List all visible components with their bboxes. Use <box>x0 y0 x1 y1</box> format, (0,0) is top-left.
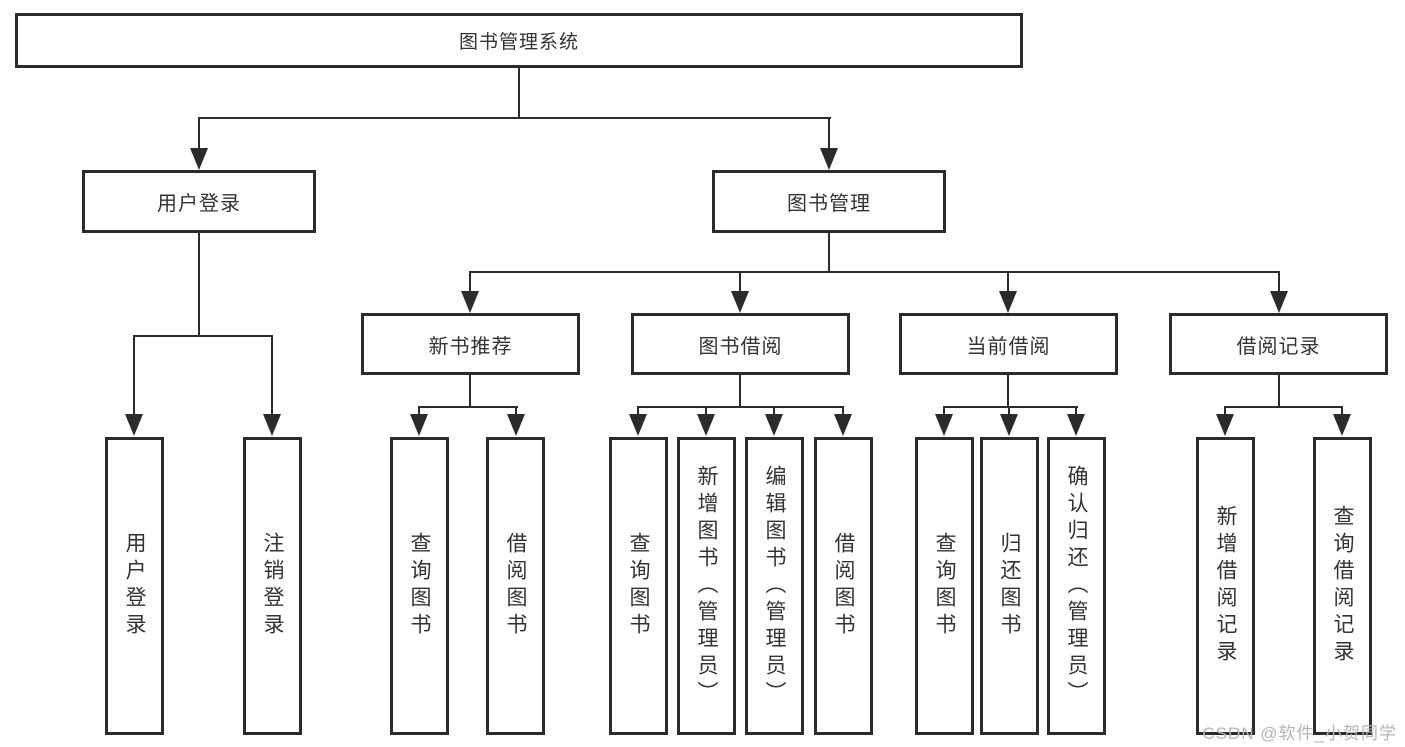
connector-new-book-rec-drop-1 <box>418 406 420 415</box>
arrowhead-nb-query <box>410 414 428 436</box>
csdn-watermark: CSDN @软件_小贺同学 <box>1202 724 1397 743</box>
connector-user-login-drop-1 <box>133 335 135 414</box>
leaf-logout: 注销登录 <box>243 437 302 735</box>
node-book-borrow-label: 图书借阅 <box>698 335 783 358</box>
connector-borrow-records-trunk <box>1278 375 1280 408</box>
leaf-bb-edit-books-admin: 编辑图书（管理员） <box>745 437 804 735</box>
connector-current-borrow-drop-2 <box>1008 406 1010 415</box>
leaf-nb-query-books-label: 查询图书 <box>408 532 431 640</box>
leaf-nb-borrow-books: 借阅图书 <box>486 437 545 735</box>
arrowhead-cb-confirm <box>1067 414 1085 436</box>
connector-borrow-records-drop-2 <box>1341 406 1343 415</box>
connector-book-borrow-bar <box>637 406 844 408</box>
leaf-br-query-record: 查询借阅记录 <box>1313 437 1372 735</box>
leaf-cb-confirm-return-admin-label: 确认归还（管理员） <box>1065 464 1088 708</box>
connector-root-trunk <box>518 68 520 118</box>
node-root: 图书管理系统 <box>15 13 1023 68</box>
arrowhead-borrow-records <box>1270 291 1288 313</box>
connector-new-book-rec-bar <box>418 406 518 408</box>
connector-root-bar <box>198 117 831 119</box>
connector-user-login-trunk <box>198 233 200 336</box>
node-book-mgmt-label: 图书管理 <box>787 193 871 215</box>
leaf-cb-return-books-label: 归还图书 <box>998 532 1021 640</box>
leaf-cb-return-books: 归还图书 <box>980 437 1039 735</box>
leaf-user-login-label: 用户登录 <box>123 532 146 640</box>
connector-borrow-records-bar <box>1224 406 1343 408</box>
node-book-borrow: 图书借阅 <box>631 313 850 375</box>
arrowhead-user-login <box>190 148 208 170</box>
leaf-nb-borrow-books-label: 借阅图书 <box>504 532 527 640</box>
arrowhead-cb-query <box>935 414 953 436</box>
arrowhead-book-borrow <box>731 291 749 313</box>
connector-book-mgmt-trunk <box>828 233 830 273</box>
connector-current-borrow-drop-3 <box>1075 406 1077 415</box>
connector-book-borrow-drop-1 <box>637 406 639 415</box>
node-current-borrow: 当前借阅 <box>899 313 1118 375</box>
node-new-book-rec-label: 新书推荐 <box>428 335 513 358</box>
arrowhead-bb-borrow <box>834 414 852 436</box>
arrowhead-nb-borrow <box>507 414 525 436</box>
connector-user-login-bar <box>133 335 273 337</box>
connector-current-borrow-trunk <box>1007 375 1009 408</box>
connector-book-borrow-trunk <box>739 375 741 408</box>
connector-book-mgmt-drop-1 <box>469 271 471 293</box>
arrowhead-bb-edit <box>765 414 783 436</box>
node-current-borrow-label: 当前借阅 <box>966 335 1051 358</box>
arrowhead-br-query <box>1333 414 1351 436</box>
node-user-login: 用户登录 <box>82 170 316 233</box>
arrowhead-bb-query <box>629 414 647 436</box>
leaf-br-query-record-label: 查询借阅记录 <box>1331 505 1354 667</box>
connector-book-borrow-drop-3 <box>773 406 775 415</box>
leaf-bb-add-books-admin-label: 新增图书（管理员） <box>695 464 718 708</box>
node-new-book-rec: 新书推荐 <box>361 313 580 375</box>
leaf-cb-query-books-label: 查询图书 <box>933 532 956 640</box>
arrowhead-new-book-rec <box>461 291 479 313</box>
connector-current-borrow-drop-1 <box>943 406 945 415</box>
leaf-br-add-record-label: 新增借阅记录 <box>1214 505 1237 667</box>
connector-book-mgmt-drop-4 <box>1278 271 1280 293</box>
node-borrow-records-label: 借阅记录 <box>1236 335 1321 358</box>
leaf-bb-add-books-admin: 新增图书（管理员） <box>677 437 736 735</box>
node-borrow-records: 借阅记录 <box>1169 313 1388 375</box>
connector-user-login-drop-2 <box>271 335 273 414</box>
connector-borrow-records-drop-1 <box>1224 406 1226 415</box>
node-book-mgmt: 图书管理 <box>712 170 946 233</box>
arrowhead-cb-return <box>1000 414 1018 436</box>
leaf-cb-confirm-return-admin: 确认归还（管理员） <box>1047 437 1106 735</box>
connector-root-drop-right <box>828 117 830 150</box>
leaf-bb-borrow-books: 借阅图书 <box>814 437 873 735</box>
arrowhead-leaf-logout <box>263 414 281 436</box>
leaf-bb-edit-books-admin-label: 编辑图书（管理员） <box>763 464 786 708</box>
arrowhead-bb-add <box>697 414 715 436</box>
connector-book-mgmt-drop-3 <box>1007 271 1009 293</box>
connector-book-borrow-drop-2 <box>705 406 707 415</box>
arrowhead-current-borrow <box>999 291 1017 313</box>
leaf-logout-label: 注销登录 <box>261 532 284 640</box>
leaf-user-login: 用户登录 <box>105 437 164 735</box>
connector-book-mgmt-drop-2 <box>739 271 741 293</box>
leaf-br-add-record: 新增借阅记录 <box>1196 437 1255 735</box>
leaf-bb-borrow-books-label: 借阅图书 <box>832 532 855 640</box>
leaf-nb-query-books: 查询图书 <box>390 437 449 735</box>
connector-book-borrow-drop-4 <box>842 406 844 415</box>
node-root-label: 图书管理系统 <box>458 32 579 53</box>
leaf-bb-query-books-label: 查询图书 <box>627 532 650 640</box>
arrowhead-book-mgmt <box>820 148 838 170</box>
connector-current-borrow-bar <box>943 406 1078 408</box>
arrowhead-leaf-user-login <box>125 414 143 436</box>
arrowhead-br-add <box>1216 414 1234 436</box>
connector-new-book-rec-drop-2 <box>515 406 517 415</box>
connector-new-book-rec-trunk <box>469 375 471 408</box>
leaf-bb-query-books: 查询图书 <box>609 437 668 735</box>
node-user-login-label: 用户登录 <box>157 193 241 215</box>
connector-book-mgmt-bar <box>469 271 1280 273</box>
leaf-cb-query-books: 查询图书 <box>915 437 974 735</box>
connector-root-drop-left <box>198 117 200 150</box>
